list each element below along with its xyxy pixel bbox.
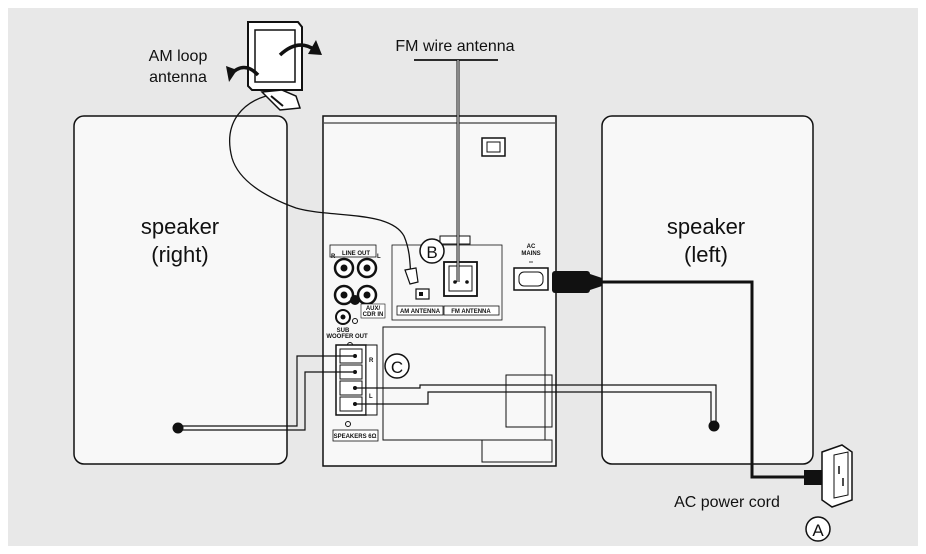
ac-mains-label-2: MAINS xyxy=(521,251,540,257)
marker-b: B xyxy=(419,238,445,264)
speaker-right xyxy=(73,115,288,465)
am-loop-antenna xyxy=(226,21,322,111)
channel-r-label: R xyxy=(369,358,374,364)
speaker-cable-left xyxy=(353,384,717,426)
channel-l-label: L xyxy=(369,394,373,400)
am-antenna-label: AM ANTENNA xyxy=(400,309,441,315)
side-l-label: L xyxy=(377,254,381,260)
side-r-label: R xyxy=(331,254,336,260)
svg-text:B: B xyxy=(426,243,437,262)
speaker-terminals xyxy=(335,344,378,416)
speaker-right-terminal xyxy=(172,422,184,434)
speaker-left-terminal xyxy=(708,420,720,432)
speaker-right-label-2: (right) xyxy=(151,242,208,267)
speaker-cable-right xyxy=(178,355,353,431)
marker-a: A xyxy=(805,516,831,542)
speaker-left-label-1: speaker xyxy=(667,214,745,239)
aux-label-2: CDR IN xyxy=(363,312,384,318)
speaker-left xyxy=(601,115,814,465)
svg-text:C: C xyxy=(391,358,403,377)
subwoofer-label-1: SUB xyxy=(337,328,350,334)
rca-jacks xyxy=(333,257,378,325)
marker-c: C xyxy=(384,353,410,379)
am-antenna-cable xyxy=(229,95,412,281)
am-antenna-caption-1: AM loop xyxy=(149,48,208,65)
fm-wire-antenna xyxy=(414,59,498,282)
speaker-right-label-1: speaker xyxy=(141,214,219,239)
svg-text:A: A xyxy=(812,521,824,540)
aux-label-1: AUX/ xyxy=(366,306,381,312)
wall-outlet xyxy=(821,444,853,508)
ac-cord-caption: AC power cord xyxy=(674,494,780,511)
fm-antenna-label: FM ANTENNA xyxy=(451,309,491,315)
ac-mains-label-1: AC xyxy=(527,244,536,250)
ac-power-cord xyxy=(552,271,834,485)
main-unit: LINE OUT R L AUX/ CDR IN SUB WOOFER OUT … xyxy=(322,115,557,467)
line-out-label: LINE OUT xyxy=(342,251,370,257)
speaker-left-label-2: (left) xyxy=(684,242,728,267)
fm-antenna-caption: FM wire antenna xyxy=(395,38,514,55)
top-jack xyxy=(481,137,506,157)
am-antenna-caption-2: antenna xyxy=(149,69,207,86)
subwoofer-label-2: WOOFER OUT xyxy=(326,334,368,340)
speakers-label: SPEAKERS 6Ω xyxy=(334,434,377,440)
